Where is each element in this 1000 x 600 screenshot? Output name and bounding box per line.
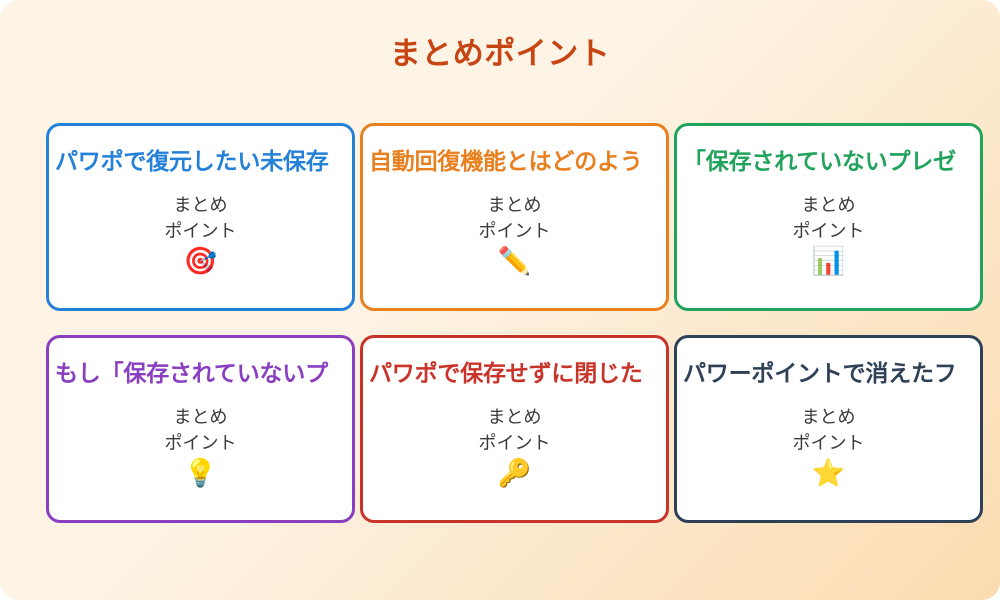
summary-card[interactable]: 自動回復機能とはどのよう まとめ ポイント ✏️ [360,123,669,311]
summary-card[interactable]: パワポで復元したい未保存 まとめ ポイント 🎯 [46,123,355,311]
summary-card-grid: パワポで復元したい未保存 まとめ ポイント 🎯 自動回復機能とはどのよう まとめ… [46,123,983,523]
card-title: もし「保存されていないプ [55,360,328,386]
card-body: まとめ ポイント [164,406,237,453]
summary-card[interactable]: もし「保存されていないプ まとめ ポイント 💡 [46,335,355,523]
star-icon: ⭐ [811,457,846,488]
dart-target-icon: 🎯 [183,245,218,276]
card-body: まとめ ポイント [792,194,865,241]
card-body: まとめ ポイント [478,406,551,453]
card-title: パワポで保存せずに閉じた [369,360,643,386]
card-title: パワーポイントで消えたフ [683,360,957,386]
card-title: パワポで復元したい未保存 [55,148,329,174]
summary-card[interactable]: パワーポイントで消えたフ まとめ ポイント ⭐ [674,335,983,523]
pencil-icon: ✏️ [497,245,532,276]
key-icon: 🔑 [497,457,532,488]
card-body: まとめ ポイント [164,194,237,241]
lightbulb-icon: 💡 [183,457,218,488]
page-title: まとめポイント [389,36,611,71]
bar-chart-icon: 📊 [811,245,846,276]
card-title: 自動回復機能とはどのよう [369,148,643,174]
summary-card[interactable]: パワポで保存せずに閉じた まとめ ポイント 🔑 [360,335,669,523]
card-title: 「保存されていないプレゼ [683,148,956,174]
card-body: まとめ ポイント [792,406,865,453]
summary-card[interactable]: 「保存されていないプレゼ まとめ ポイント 📊 [674,123,983,311]
card-body: まとめ ポイント [478,194,551,241]
